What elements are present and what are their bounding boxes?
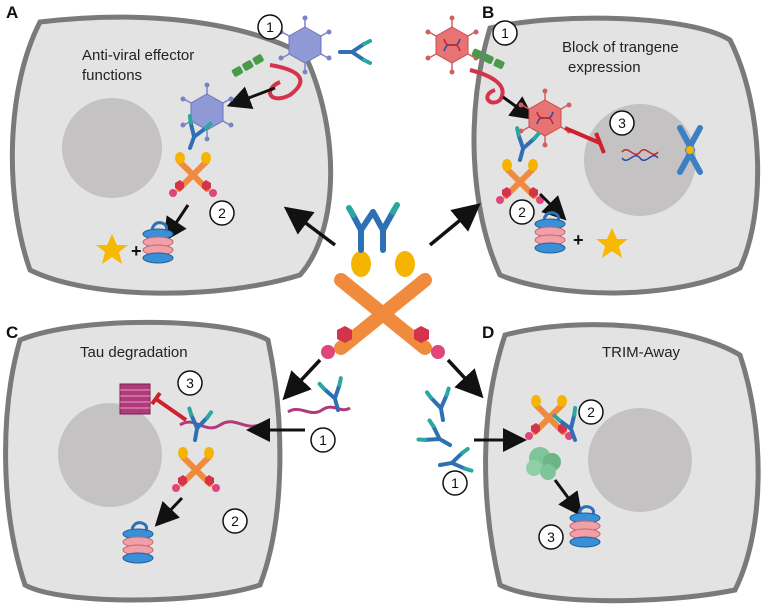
protein-aggregate-icon — [526, 447, 561, 480]
step-circle-a-1 — [257, 14, 283, 40]
step-b-2: 2 — [518, 204, 526, 220]
arrow-to-c — [282, 358, 322, 401]
inhibit-c-bar — [150, 391, 162, 406]
plus-a: + — [131, 241, 142, 261]
step-circle-c-1 — [310, 427, 336, 453]
arrow-to-b — [428, 203, 481, 247]
step-circle-b-2 — [509, 199, 535, 225]
panel-letter-c: C — [6, 323, 18, 342]
panel-b-content: + 1 3 2 — [424, 14, 703, 258]
panel-title-a-line2: functions — [82, 67, 142, 84]
dna-icon — [621, 149, 659, 155]
inhibit-b-line — [564, 126, 601, 145]
step-c-1: 1 — [319, 432, 327, 448]
arrow-b-2 — [538, 192, 567, 221]
step-c-2: 2 — [231, 513, 239, 529]
step-circle-c-2 — [222, 508, 248, 534]
antibody-external-icon-d1 — [424, 386, 456, 424]
nucleus-a — [62, 98, 162, 198]
step-circle-d-3 — [538, 524, 564, 550]
step-circle-a-2 — [209, 200, 235, 226]
arrow-to-a — [283, 206, 337, 247]
arrow-d-2 — [553, 479, 583, 517]
step-a-2: 2 — [218, 205, 226, 221]
step-b-3: 3 — [618, 115, 626, 131]
arrow-c-2 — [154, 496, 184, 527]
panel-title-b-line1: Block of trangene — [562, 39, 679, 56]
nucleus-c — [58, 403, 162, 507]
panel-c-content: 3 1 2 — [119, 370, 351, 565]
arrow-a-1 — [226, 86, 276, 109]
plus-b: + — [573, 230, 584, 250]
arrow-a-2 — [163, 204, 190, 242]
step-d-2: 2 — [587, 404, 595, 420]
cell-a — [9, 14, 334, 296]
panel-a-content: + 1 2 — [96, 14, 372, 265]
receptor-loop-icon-b — [469, 68, 505, 105]
chromosome-icon — [677, 125, 703, 175]
panel-letter-d: D — [482, 323, 494, 342]
step-b-1: 1 — [501, 25, 509, 41]
step-a-1: 1 — [266, 19, 274, 35]
step-c-3: 3 — [186, 375, 194, 391]
panel-title-b-line2: expression — [568, 59, 641, 76]
nucleus-b — [584, 104, 696, 216]
panel-title-c: Tau degradation — [80, 344, 188, 361]
panel-title-a-line1: Anti-viral effector — [82, 47, 194, 64]
nucleus-d — [588, 408, 692, 512]
transgene-virus-icon — [424, 14, 480, 76]
panel-letter-b: B — [482, 3, 494, 22]
tau-strand-external-icon — [287, 405, 351, 415]
step-circle-d-2 — [578, 399, 604, 425]
step-circle-d-1 — [442, 470, 468, 496]
arrow-b-1 — [502, 95, 535, 121]
central-trim21 — [321, 202, 445, 359]
panel-letter-a: A — [6, 3, 18, 22]
step-circle-b-1 — [492, 20, 518, 46]
step-circle-c-3 — [177, 370, 203, 396]
tau-aggregate-icon — [119, 383, 151, 415]
step-circle-b-3 — [609, 110, 635, 136]
panel-title-d: TRIM-Away — [602, 344, 681, 361]
cell-c — [3, 319, 283, 603]
antibody-external-icon-d2 — [416, 418, 458, 457]
arrow-to-d — [446, 358, 484, 399]
step-d-3: 3 — [547, 529, 555, 545]
panel-d-content: 2 1 3 — [416, 386, 604, 550]
antibody-icon — [338, 39, 372, 65]
inhibit-b-bar — [594, 132, 606, 154]
cell-d — [483, 322, 761, 604]
step-d-1: 1 — [451, 475, 459, 491]
inhibit-c-line — [154, 397, 188, 422]
